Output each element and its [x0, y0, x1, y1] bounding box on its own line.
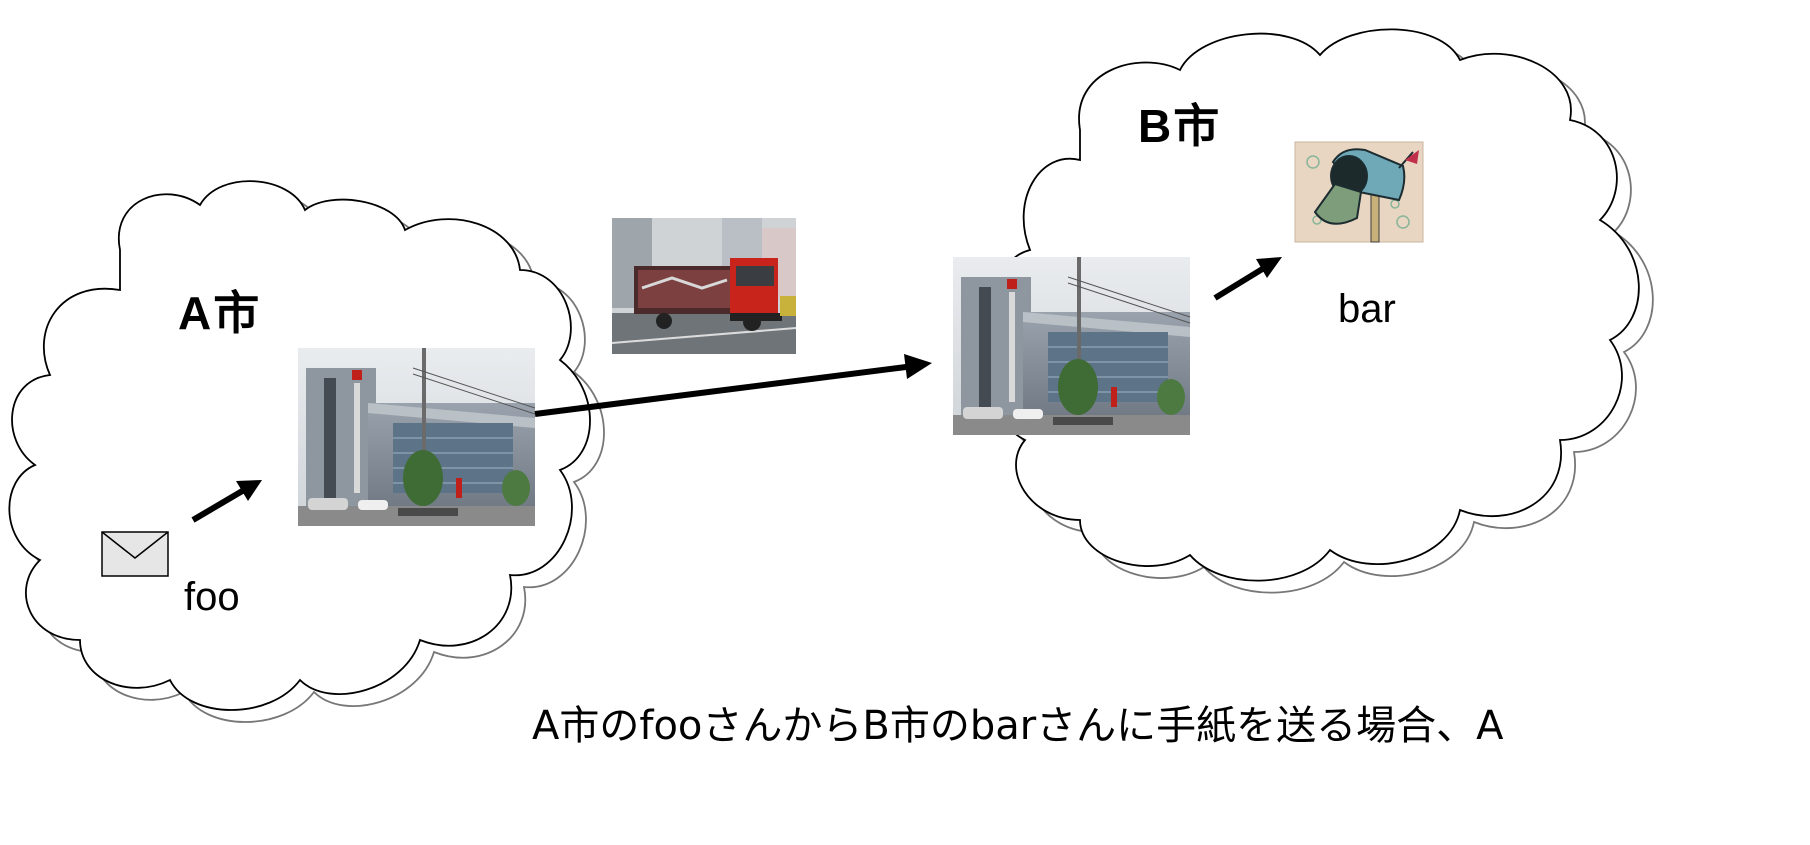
city-a-label: A市	[178, 287, 262, 339]
caption-text: A市のfooさんからB市のbarさんに手紙を送る場合、A	[532, 703, 1504, 749]
arrow-post-office-b-to-mailbox	[1213, 257, 1282, 301]
mail-truck-photo	[611, 218, 797, 354]
city-b-cloud	[993, 28, 1654, 594]
arrow-post-office-a-to-post-office-b	[534, 354, 932, 417]
mailbox-clipart	[1294, 141, 1424, 243]
post-office-a-photo	[296, 346, 537, 528]
city-b-label: B市	[1138, 100, 1222, 152]
arrow-envelope-to-post-office-a	[191, 480, 262, 523]
envelope-icon	[101, 531, 169, 577]
post-office-b-photo	[951, 255, 1192, 437]
receiver-name-label: bar	[1338, 287, 1396, 331]
sender-name-label: foo	[184, 575, 240, 619]
